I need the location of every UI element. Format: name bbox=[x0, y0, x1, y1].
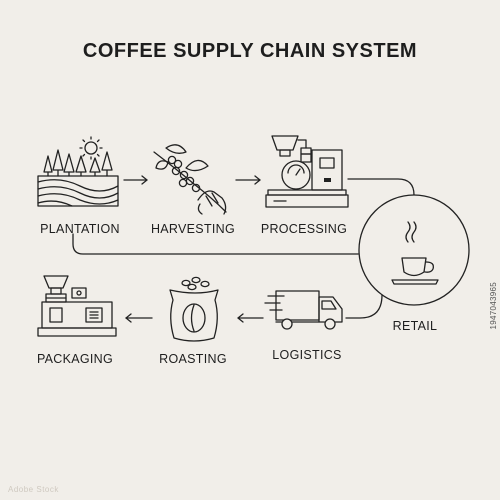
retail-node bbox=[358, 194, 470, 306]
sun-icon bbox=[79, 136, 103, 160]
step-label-retail: RETAIL bbox=[392, 319, 438, 333]
stock-id-watermark: 1947043965 bbox=[489, 282, 498, 330]
flow-connectors bbox=[72, 175, 415, 323]
retail-circle bbox=[358, 194, 470, 306]
line-plantation-to-retail bbox=[72, 233, 359, 255]
step-label-packaging: PACKAGING bbox=[36, 352, 114, 366]
step-label-processing: PROCESSING bbox=[260, 222, 348, 236]
arrow-plantation-to-harvesting bbox=[123, 175, 148, 185]
step-label-plantation: PLANTATION bbox=[40, 222, 120, 236]
field-icon bbox=[37, 175, 119, 207]
line-processing-to-retail bbox=[347, 178, 415, 196]
coffee-cup-icon bbox=[391, 221, 439, 285]
step-label-harvesting: HARVESTING bbox=[150, 222, 236, 236]
brand-watermark: Adobe Stock bbox=[8, 485, 59, 494]
tree-icons bbox=[43, 149, 113, 177]
plantation-icon bbox=[37, 136, 119, 207]
coffee-bag-icon bbox=[169, 276, 219, 342]
hand-icon bbox=[197, 190, 227, 215]
arrow-logistics-to-roasting bbox=[237, 313, 264, 323]
step-label-roasting: ROASTING bbox=[159, 352, 227, 366]
processing-machine-icon bbox=[265, 135, 349, 208]
coffee-branch-icon bbox=[153, 144, 227, 215]
arrow-harvesting-to-processing bbox=[235, 175, 261, 185]
packaging-machine-icon bbox=[37, 275, 117, 337]
page-title: COFFEE SUPPLY CHAIN SYSTEM bbox=[82, 40, 418, 62]
delivery-truck-icon bbox=[264, 290, 343, 330]
step-label-logistics: LOGISTICS bbox=[272, 348, 342, 362]
line-retail-to-logistics bbox=[345, 294, 383, 319]
arrow-roasting-to-packaging bbox=[125, 313, 153, 323]
